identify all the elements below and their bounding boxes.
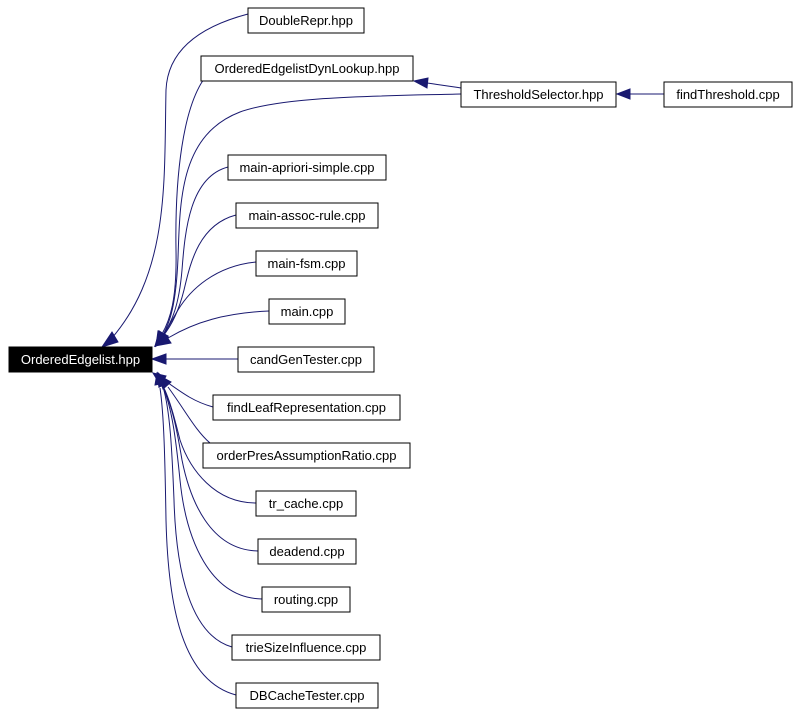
node-find-leaf-representation[interactable]: findLeafRepresentation.cpp [212, 394, 401, 421]
edge-arrowhead [153, 333, 172, 347]
node-ordered-edgelist[interactable]: OrderedEdgelist.hpp [8, 346, 153, 373]
node-deadend[interactable]: deadend.cpp [257, 538, 357, 565]
node-box [268, 298, 346, 325]
node-box [212, 394, 401, 421]
node-label-find-threshold: findThreshold.cpp [676, 87, 779, 102]
node-box [202, 442, 411, 469]
node-box [255, 490, 357, 517]
node-main[interactable]: main.cpp [268, 298, 346, 325]
edge-threshold-selector-to-ordered-edgelist-dyn-lookup [412, 77, 462, 89]
node-box [235, 202, 379, 229]
edge-arrowhead [615, 88, 631, 100]
edge-db-cache-tester-to-ordered-edgelist [154, 371, 237, 696]
edge-line [167, 310, 270, 339]
edge-arrowhead [412, 77, 429, 89]
node-ordered-edgelist-dyn-lookup[interactable]: OrderedEdgelistDynLookup.hpp [200, 55, 414, 82]
node-cand-gen-tester[interactable]: candGenTester.cpp [237, 346, 375, 373]
edge-arrowhead [154, 371, 166, 386]
edge-line [162, 214, 237, 337]
node-box [663, 81, 793, 108]
node-label-order-pres-assumption-ratio: orderPresAssumptionRatio.cpp [217, 448, 397, 463]
nodes-layer: OrderedEdgelist.hpp DoubleRepr.hppOrdere… [8, 7, 793, 709]
node-label-find-leaf-representation: findLeafRepresentation.cpp [227, 400, 386, 415]
node-label-main: main.cpp [281, 304, 334, 319]
node-box [261, 586, 351, 613]
node-double-repr[interactable]: DoubleRepr.hpp [247, 7, 365, 34]
edge-line [161, 261, 257, 338]
edge-order-pres-assumption-ratio-to-ordered-edgelist [157, 373, 211, 444]
node-box [460, 81, 617, 108]
edge-main-fsm-to-ordered-edgelist [154, 261, 257, 348]
node-label-main-apriori-simple: main-apriori-simple.cpp [239, 160, 374, 175]
edge-double-repr-to-ordered-edgelist [100, 13, 249, 348]
edge-line [162, 386, 233, 648]
edge-line [161, 67, 215, 335]
node-box [255, 250, 358, 277]
edge-tr-cache-to-ordered-edgelist [157, 371, 257, 504]
node-label-double-repr: DoubleRepr.hpp [259, 13, 353, 28]
edge-line [162, 166, 229, 336]
node-label-cand-gen-tester: candGenTester.cpp [250, 352, 362, 367]
node-routing[interactable]: routing.cpp [261, 586, 351, 613]
node-main-apriori-simple[interactable]: main-apriori-simple.cpp [227, 154, 387, 181]
edge-line [111, 13, 249, 339]
node-trie-size-influence[interactable]: trieSizeInfluence.cpp [231, 634, 381, 661]
node-label-ordered-edgelist-dyn-lookup: OrderedEdgelistDynLookup.hpp [214, 61, 399, 76]
edge-line [162, 386, 263, 600]
node-box [247, 7, 365, 34]
edge-line [163, 379, 214, 408]
node-box [200, 55, 414, 82]
node-label-tr-cache: tr_cache.cpp [269, 496, 343, 511]
node-label-main-assoc-rule: main-assoc-rule.cpp [248, 208, 365, 223]
node-label-threshold-selector: ThresholdSelector.hpp [473, 87, 603, 102]
node-box [237, 346, 375, 373]
node-box [227, 154, 387, 181]
node-tr-cache[interactable]: tr_cache.cpp [255, 490, 357, 517]
edge-line [162, 386, 259, 552]
node-label-trie-size-influence: trieSizeInfluence.cpp [246, 640, 367, 655]
node-box [231, 634, 381, 661]
edge-line [426, 82, 462, 89]
node-main-fsm[interactable]: main-fsm.cpp [255, 250, 358, 277]
node-find-threshold[interactable]: findThreshold.cpp [663, 81, 793, 108]
edge-line [167, 386, 211, 444]
node-label-routing: routing.cpp [274, 592, 338, 607]
node-db-cache-tester[interactable]: DBCacheTester.cpp [235, 682, 379, 709]
edge-main-apriori-simple-to-ordered-edgelist [155, 166, 229, 348]
edge-cand-gen-tester-to-ordered-edgelist [150, 353, 238, 365]
edge-arrowhead [150, 353, 167, 365]
node-label-main-fsm: main-fsm.cpp [267, 256, 345, 271]
edge-find-threshold-to-threshold-selector [615, 88, 664, 100]
node-label-deadend: deadend.cpp [269, 544, 344, 559]
edge-ordered-edgelist-dyn-lookup-to-ordered-edgelist [155, 67, 215, 348]
node-main-assoc-rule[interactable]: main-assoc-rule.cpp [235, 202, 379, 229]
node-label-db-cache-tester: DBCacheTester.cpp [250, 688, 365, 703]
edge-line [162, 93, 462, 336]
edges-layer [100, 13, 664, 696]
node-threshold-selector[interactable]: ThresholdSelector.hpp [460, 81, 617, 108]
node-order-pres-assumption-ratio[interactable]: orderPresAssumptionRatio.cpp [202, 442, 411, 469]
edge-arrowhead [100, 331, 119, 348]
node-box [257, 538, 357, 565]
node-box [235, 682, 379, 709]
edge-main-to-ordered-edgelist [153, 310, 270, 347]
node-label-ordered-edgelist: OrderedEdgelist.hpp [21, 352, 140, 367]
edge-line [159, 387, 237, 696]
